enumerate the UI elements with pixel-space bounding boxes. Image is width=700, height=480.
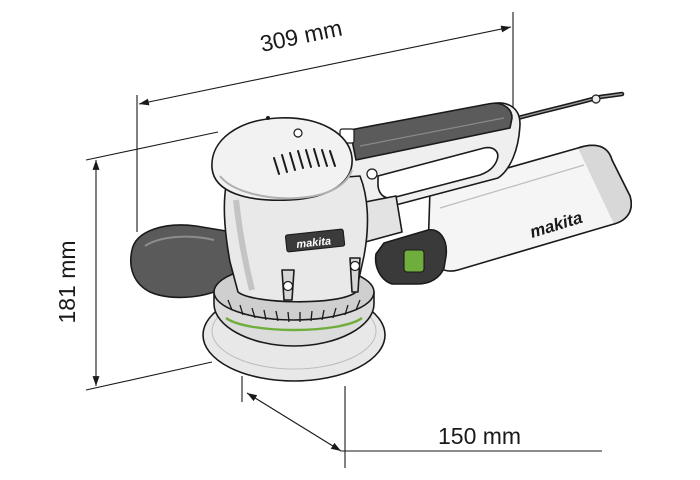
- pad-diameter-dimension: 150 mm: [241, 376, 602, 468]
- height-dimension-label: 181 mm: [54, 240, 80, 323]
- motor-body: makita: [223, 175, 369, 303]
- height-dimension: 181 mm: [54, 131, 219, 391]
- handle-frame: [337, 102, 521, 245]
- height-extension-bottom: [85, 361, 213, 391]
- sander-illustration: makita: [130, 91, 632, 382]
- pad-dimension-label: 150 mm: [438, 423, 521, 449]
- height-extension-top: [85, 131, 219, 161]
- length-dimension-label: 309 mm: [258, 15, 345, 57]
- nameplate: [284, 228, 346, 253]
- vent-slots: [273, 148, 336, 175]
- pad-dimension-line: [246, 392, 342, 452]
- length-dimension-line: [138, 25, 512, 106]
- nameplate-logo: makita: [296, 235, 332, 251]
- dust-port: [374, 229, 448, 285]
- motor-cap: [211, 116, 353, 202]
